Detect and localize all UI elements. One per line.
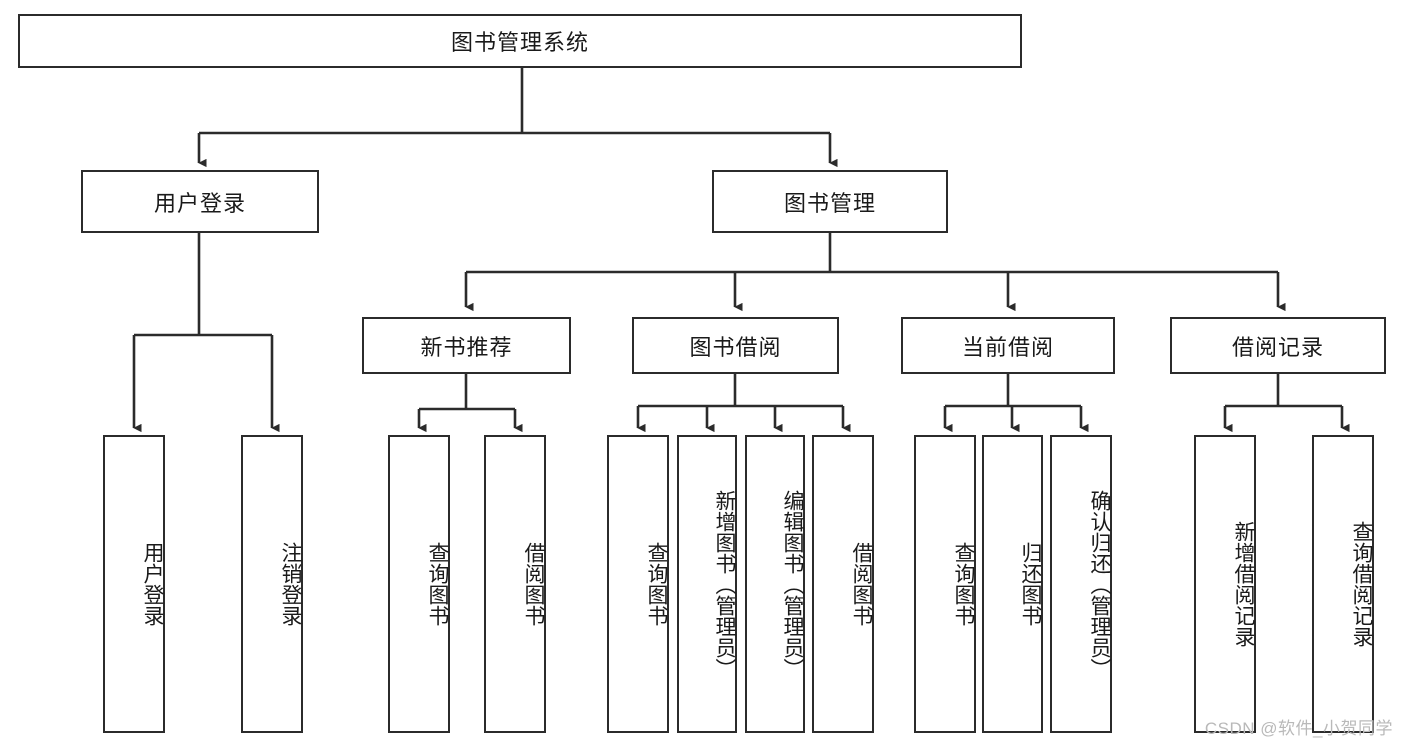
leaf-return-book[interactable]: 归还图书	[982, 435, 1043, 733]
node-user-login-label: 用户登录	[153, 190, 246, 216]
leaf-borrow-books-2-label: 借阅图书	[850, 542, 873, 626]
leaf-edit-book-label: 编辑图书（管理员）	[781, 489, 804, 679]
leaf-borrow-books-1-label: 借阅图书	[522, 542, 545, 626]
node-borrow-record-label: 借阅记录	[1231, 334, 1324, 360]
leaf-add-record-label: 新增借阅记录	[1232, 521, 1255, 647]
leaf-query-books-3[interactable]: 查询图书	[914, 435, 976, 733]
node-borrow-record[interactable]: 借阅记录	[1170, 317, 1386, 374]
leaf-query-record[interactable]: 查询借阅记录	[1312, 435, 1374, 733]
leaf-add-book-label: 新增图书（管理员）	[713, 489, 736, 679]
node-book-management-label: 图书管理	[783, 190, 876, 216]
leaf-query-books-1[interactable]: 查询图书	[388, 435, 450, 733]
node-book-borrow-label: 图书借阅	[689, 334, 782, 360]
leaf-query-books-2[interactable]: 查询图书	[607, 435, 669, 733]
leaf-return-book-label: 归还图书	[1019, 542, 1042, 626]
node-new-book-recommend[interactable]: 新书推荐	[362, 317, 571, 374]
watermark: CSDN @软件_小贺同学	[1204, 719, 1393, 738]
leaf-logout[interactable]: 注销登录	[241, 435, 303, 733]
node-book-borrow[interactable]: 图书借阅	[632, 317, 839, 374]
leaf-user-login[interactable]: 用户登录	[103, 435, 165, 733]
leaf-query-books-2-label: 查询图书	[645, 542, 668, 626]
node-new-book-recommend-label: 新书推荐	[420, 334, 513, 360]
leaf-confirm-return[interactable]: 确认归还（管理员）	[1050, 435, 1112, 733]
leaf-query-books-1-label: 查询图书	[426, 542, 449, 626]
leaf-query-books-3-label: 查询图书	[952, 542, 975, 626]
node-user-login[interactable]: 用户登录	[81, 170, 319, 233]
leaf-add-book[interactable]: 新增图书（管理员）	[677, 435, 737, 733]
node-current-borrow-label: 当前借阅	[961, 334, 1054, 360]
node-current-borrow[interactable]: 当前借阅	[901, 317, 1115, 374]
leaf-borrow-books-2[interactable]: 借阅图书	[812, 435, 874, 733]
leaf-confirm-return-label: 确认归还（管理员）	[1088, 489, 1111, 679]
leaf-edit-book[interactable]: 编辑图书（管理员）	[745, 435, 805, 733]
node-root-label: 图书管理系统	[450, 30, 589, 55]
leaf-query-record-label: 查询借阅记录	[1350, 521, 1373, 647]
leaf-borrow-books-1[interactable]: 借阅图书	[484, 435, 546, 733]
leaf-user-login-label: 用户登录	[141, 542, 164, 626]
node-book-management[interactable]: 图书管理	[712, 170, 948, 233]
leaf-logout-label: 注销登录	[279, 542, 302, 626]
node-root[interactable]: 图书管理系统	[18, 14, 1022, 68]
leaf-add-record[interactable]: 新增借阅记录	[1194, 435, 1256, 733]
